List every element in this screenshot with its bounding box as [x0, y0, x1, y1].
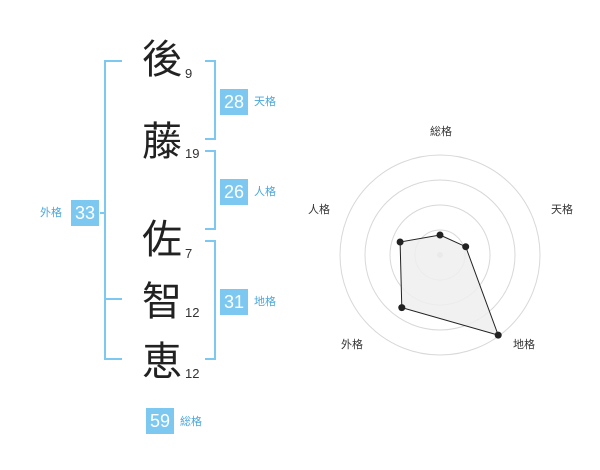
stroke-count-5: 12 [185, 366, 200, 381]
gaikaku-divider-tick [104, 298, 122, 300]
jinkaku-bracket [205, 150, 216, 230]
tenkaku-label: 天格 [254, 95, 276, 108]
tenkaku-score: 28 [220, 89, 248, 115]
name-char-3: 佐 [142, 217, 182, 263]
stroke-count-1: 9 [185, 66, 193, 81]
radar-ring-4 [339, 154, 541, 356]
radar-series [396, 231, 502, 339]
radar-point-4 [398, 304, 406, 312]
axis-label-chikaku: 地格 [513, 338, 535, 351]
name-char-5: 恵 [142, 339, 182, 385]
radar-polygon [399, 234, 500, 336]
gaikaku-score: 33 [71, 200, 99, 226]
jinkaku-label: 人格 [254, 185, 276, 198]
radar-ring-3 [364, 179, 516, 331]
radar-point-1 [436, 231, 444, 239]
axis-label-jinkaku: 人格 [308, 203, 330, 216]
name-char-2: 藤 [142, 119, 182, 165]
stroke-count-3: 7 [185, 246, 193, 261]
stroke-count-4: 12 [185, 305, 200, 320]
chikaku-label: 地格 [254, 295, 276, 308]
axis-label-gaikaku: 外格 [341, 338, 363, 351]
soukaku-score: 59 [146, 408, 174, 434]
radar-point-2 [462, 243, 470, 251]
name-char-4: 智 [142, 279, 182, 325]
jinkaku-score: 26 [220, 179, 248, 205]
radar-point-3 [494, 331, 502, 339]
gaikaku-bracket [104, 60, 122, 360]
tenkaku-bracket [205, 60, 216, 140]
gaikaku-connector [100, 212, 106, 214]
stroke-count-2: 19 [185, 146, 200, 161]
chikaku-score: 31 [220, 289, 248, 315]
axis-label-soukaku: 総格 [430, 125, 452, 138]
soukaku-label: 総格 [180, 415, 202, 428]
radar-point-5 [396, 238, 404, 246]
axis-label-tenkaku: 天格 [551, 203, 573, 216]
chikaku-bracket [205, 240, 216, 360]
name-char-1: 後 [142, 37, 182, 83]
gaikaku-label: 外格 [40, 206, 62, 219]
